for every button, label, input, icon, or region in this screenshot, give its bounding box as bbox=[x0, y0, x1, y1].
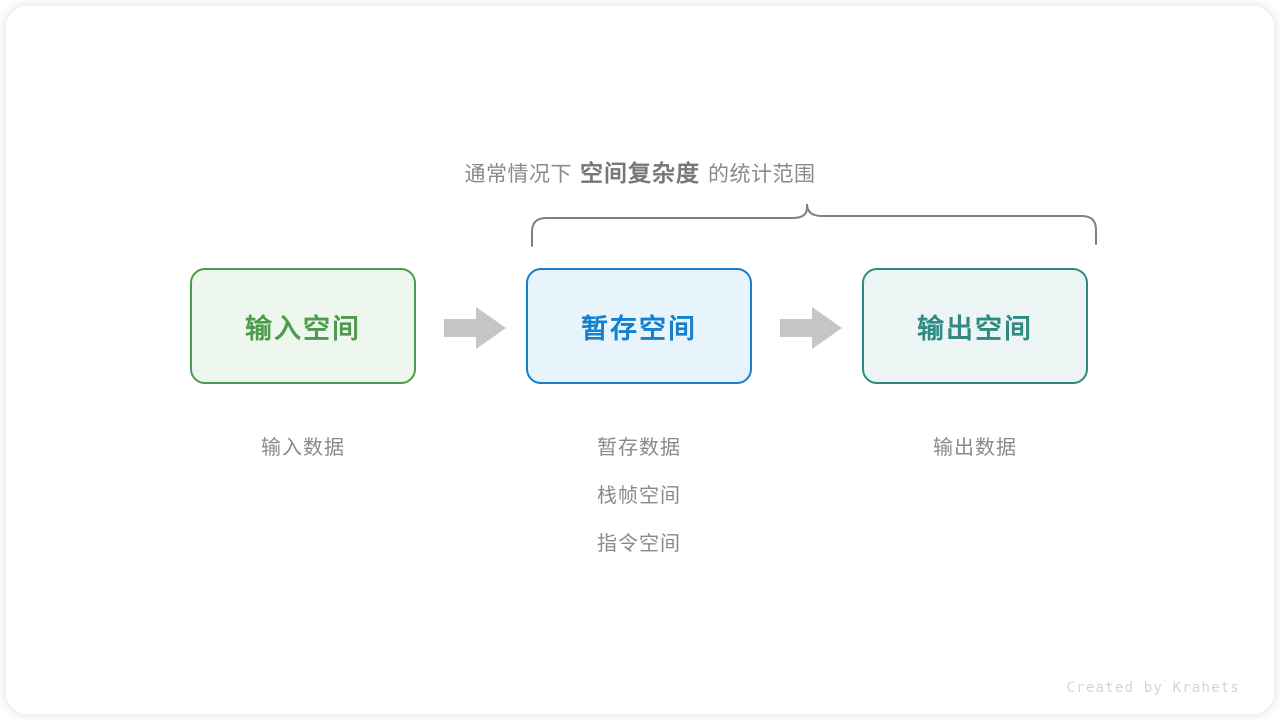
caption-highlight: 空间复杂度 bbox=[580, 160, 700, 186]
figure-card: 通常情况下空间复杂度的统计范围 输入空间 暂存空间 输出空间 bbox=[6, 6, 1274, 714]
scope-caption: 通常情况下空间复杂度的统计范围 bbox=[6, 154, 1274, 188]
box-output-space-label: 输出空间 bbox=[917, 313, 1033, 344]
label-instruction-space: 指令空间 bbox=[597, 533, 681, 555]
arrow-input-to-temp bbox=[444, 307, 506, 349]
box-temp-space[interactable]: 暂存空间 bbox=[526, 268, 752, 384]
scope-brace bbox=[531, 203, 1097, 247]
label-stack-frame-space: 栈帧空间 bbox=[597, 485, 681, 507]
label-output-data: 输出数据 bbox=[933, 437, 1017, 459]
labels-output-space: 输出数据 bbox=[862, 424, 1088, 472]
label-input-data: 输入数据 bbox=[261, 437, 345, 459]
caption-suffix: 的统计范围 bbox=[708, 163, 816, 186]
box-input-space[interactable]: 输入空间 bbox=[190, 268, 416, 384]
label-temp-data: 暂存数据 bbox=[597, 437, 681, 459]
box-output-space[interactable]: 输出空间 bbox=[862, 268, 1088, 384]
labels-temp-space: 暂存数据 栈帧空间 指令空间 bbox=[526, 424, 752, 568]
box-input-space-label: 输入空间 bbox=[245, 313, 361, 344]
labels-input-space: 输入数据 bbox=[190, 424, 416, 472]
arrow-right-icon bbox=[780, 307, 842, 349]
watermark-credit: Created by Krahets bbox=[1066, 680, 1240, 696]
brace-path bbox=[531, 203, 1097, 247]
arrow-temp-to-output bbox=[780, 307, 842, 349]
space-boxes-row: 输入空间 暂存空间 输出空间 bbox=[6, 268, 1274, 388]
diagram-stage: 通常情况下空间复杂度的统计范围 输入空间 暂存空间 输出空间 bbox=[6, 6, 1274, 714]
caption-prefix: 通常情况下 bbox=[464, 163, 572, 186]
box-labels-row: 输入数据 暂存数据 栈帧空间 指令空间 输出数据 bbox=[6, 424, 1274, 574]
arrow-right-icon bbox=[444, 307, 506, 349]
box-temp-space-label: 暂存空间 bbox=[581, 313, 697, 344]
